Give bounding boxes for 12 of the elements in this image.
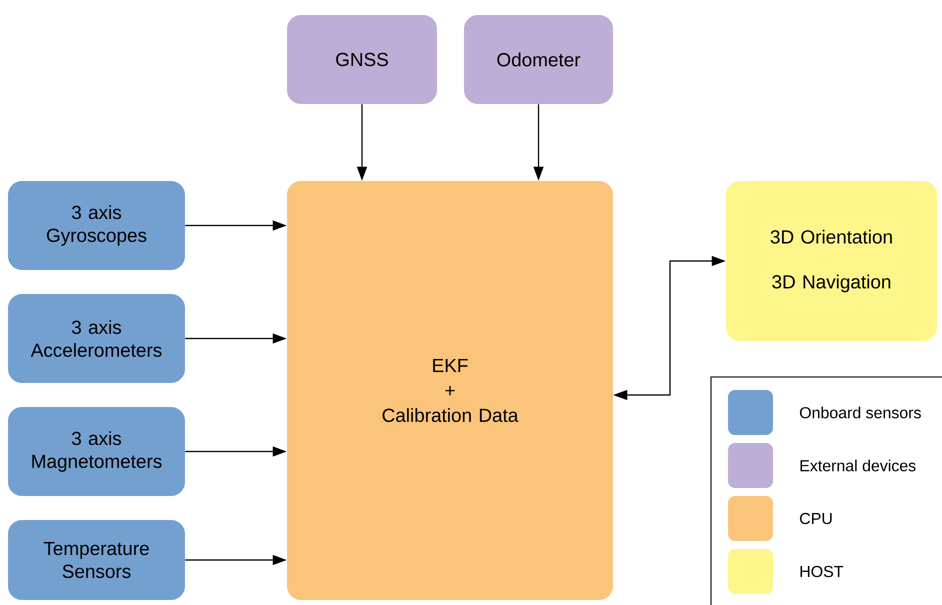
legend-label: External devices <box>800 460 916 472</box>
process-box: 3 axis Gyroscopes <box>8 181 185 270</box>
legend-label: Onboard sensors <box>800 406 921 418</box>
process-box: Odometer <box>464 15 613 104</box>
legend-label: HOST <box>800 566 844 578</box>
process-box: Temperature Sensors <box>8 520 185 600</box>
legend-label: CPU <box>800 512 832 524</box>
process-box: 3D Orientation 3D Navigation <box>726 181 937 341</box>
process-box: 3 axis Accelerometers <box>8 294 185 383</box>
process-box: GNSS <box>287 15 437 104</box>
process-box: 3 axis Magnetometers <box>8 407 185 496</box>
process-box: EKF + Calibration Data <box>287 181 613 600</box>
